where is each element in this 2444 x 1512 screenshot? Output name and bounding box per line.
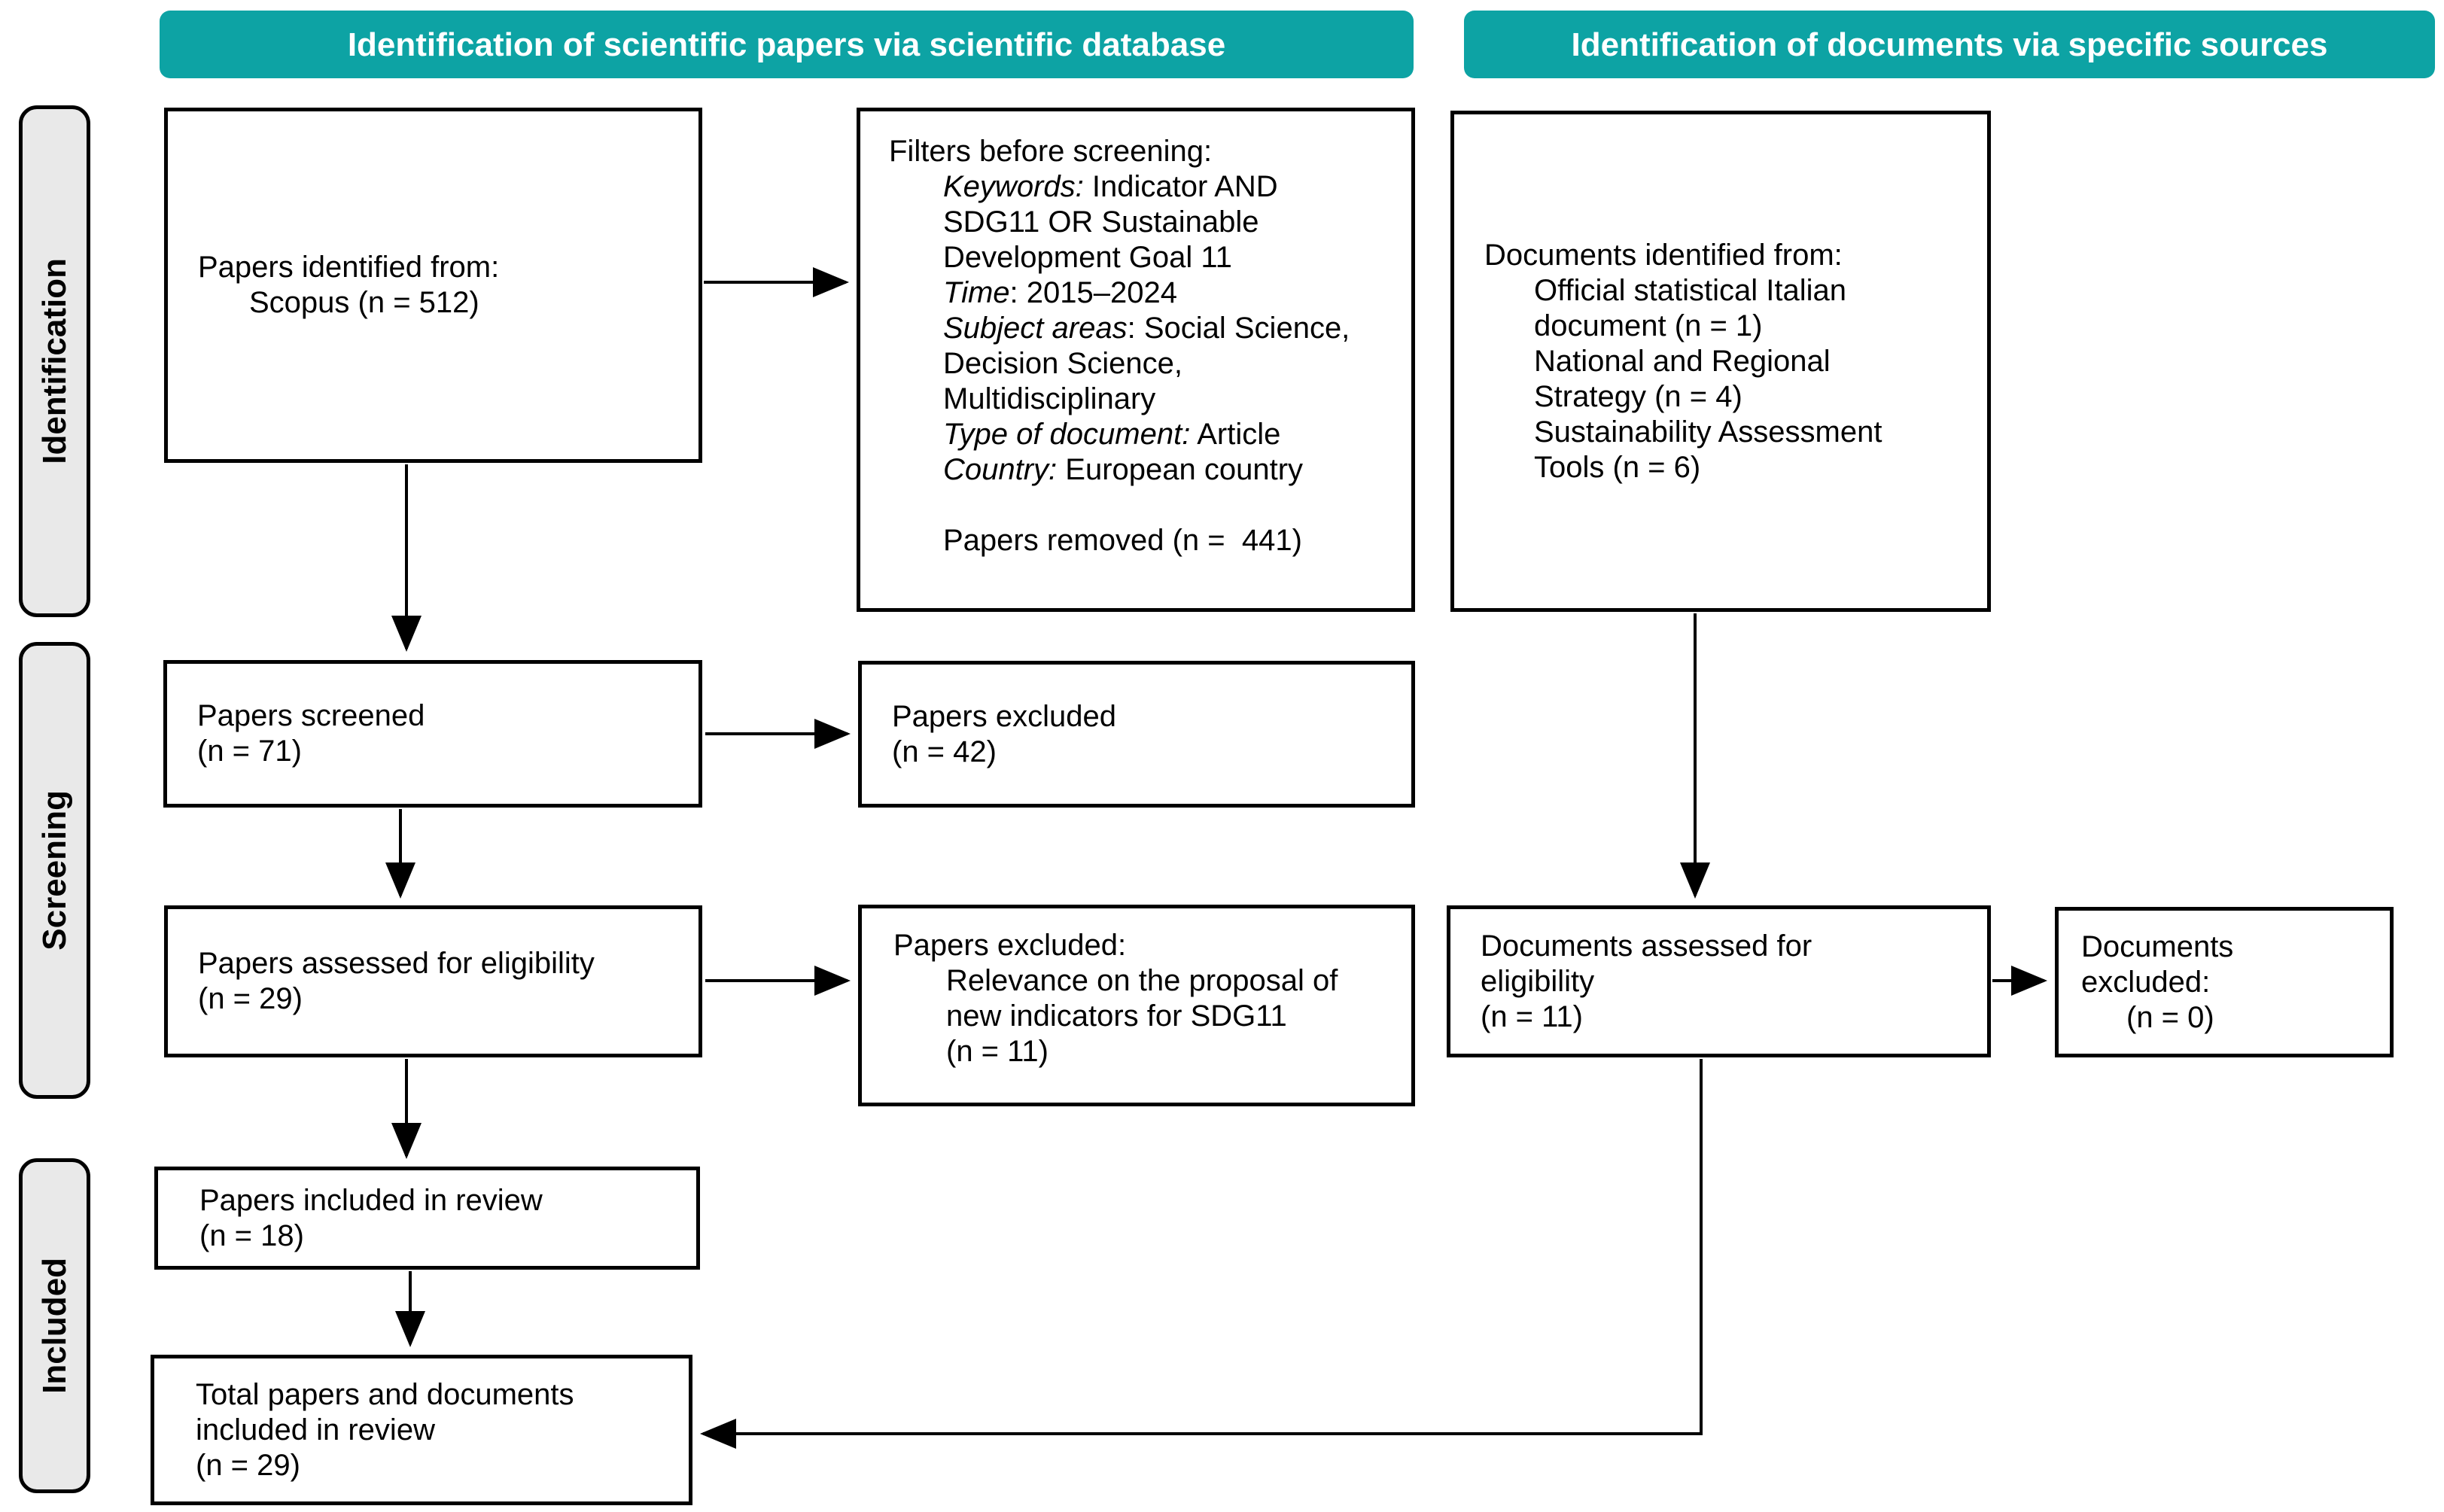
box-papers-identified: Papers identified from:Scopus (n = 512) bbox=[164, 108, 702, 463]
stage-label-included: Included bbox=[19, 1158, 90, 1493]
box-text-line: (n = 42) bbox=[892, 735, 997, 768]
box-text-line: Scopus (n = 512) bbox=[249, 286, 479, 319]
box-text-line: Official statistical Italian bbox=[1534, 273, 1846, 307]
box-text-line: excluded: bbox=[2081, 965, 2211, 999]
box-text-line: (n = 71) bbox=[197, 735, 302, 768]
box-text-line: (n = 0) bbox=[2126, 1000, 2214, 1034]
box-text-line: Keywords: Indicator AND bbox=[943, 170, 1278, 203]
box-text-line: Time: 2015–2024 bbox=[943, 276, 1177, 309]
box-text-line: Multidisciplinary bbox=[943, 382, 1156, 415]
box-papers-excluded-reason: Papers excluded:Relevance on the proposa… bbox=[858, 905, 1415, 1106]
arrow-documents-assessed-to-total-icon bbox=[700, 1059, 1703, 1449]
box-text-line: Sustainability Assessment bbox=[1534, 415, 1882, 449]
box-text-line: Documents bbox=[2081, 929, 2234, 963]
box-text-line: Filters before screening: bbox=[889, 135, 1213, 168]
stage-label-identification-text: Identification bbox=[36, 258, 73, 464]
box-text-line: Relevance on the proposal of bbox=[946, 964, 1338, 997]
column-header-specific-sources: Identification of documents via specific… bbox=[1464, 11, 2435, 78]
box-text-line bbox=[860, 488, 1411, 523]
box-text-line: (n = 29) bbox=[196, 1448, 300, 1482]
column-header-scientific-database-label: Identification of scientific papers via … bbox=[347, 26, 1226, 63]
stage-label-screening-text: Screening bbox=[36, 790, 73, 951]
stage-label-included-text: Included bbox=[36, 1258, 73, 1394]
column-header-specific-sources-label: Identification of documents via specific… bbox=[1571, 26, 2328, 63]
box-documents-identified: Documents identified from:Official stati… bbox=[1450, 111, 1991, 612]
box-text-line: document (n = 1) bbox=[1534, 309, 1763, 342]
box-text-line: Strategy (n = 4) bbox=[1534, 379, 1742, 413]
box-text-line: (n = 11) bbox=[1481, 999, 1583, 1033]
box-text-line: SDG11 OR Sustainable bbox=[943, 205, 1259, 239]
box-papers-excluded: Papers excluded(n = 42) bbox=[858, 661, 1415, 808]
stage-label-identification: Identification bbox=[19, 105, 90, 617]
box-filters-before-screening: Filters before screening:Keywords: Indic… bbox=[857, 108, 1415, 612]
box-text-line: Papers removed (n = 441) bbox=[943, 524, 1302, 557]
box-text-line: Development Goal 11 bbox=[943, 241, 1232, 274]
box-text-line: (n = 11) bbox=[946, 1035, 1049, 1068]
box-text-line: eligibility bbox=[1481, 964, 1595, 998]
box-text-line: Decision Science, bbox=[943, 347, 1182, 380]
box-text-line: Papers screened bbox=[197, 699, 425, 732]
box-text-line: Documents identified from: bbox=[1484, 238, 1843, 272]
box-text-line: Papers excluded bbox=[892, 699, 1116, 733]
box-text-line: Papers assessed for eligibility bbox=[198, 947, 595, 980]
box-text-line: Papers included in review bbox=[199, 1183, 543, 1217]
box-text-line: Type of document: Article bbox=[943, 418, 1281, 451]
box-text-line: Documents assessed for bbox=[1481, 929, 1812, 963]
box-text-line: (n = 18) bbox=[199, 1218, 304, 1252]
column-header-scientific-database: Identification of scientific papers via … bbox=[160, 11, 1414, 78]
box-papers-included-review: Papers included in review(n = 18) bbox=[154, 1167, 700, 1270]
box-papers-assessed-eligibility: Papers assessed for eligibility(n = 29) bbox=[164, 905, 702, 1057]
box-text-line: Tools (n = 6) bbox=[1534, 450, 1701, 484]
box-text-line: Subject areas: Social Science, bbox=[943, 312, 1350, 345]
box-text-line: included in review bbox=[196, 1413, 435, 1447]
box-text-line: National and Regional bbox=[1534, 344, 1831, 378]
box-text-line: Total papers and documents bbox=[196, 1377, 574, 1411]
stage-label-screening: Screening bbox=[19, 642, 90, 1099]
box-text-line: Papers identified from: bbox=[198, 251, 500, 284]
box-text-line: (n = 29) bbox=[198, 982, 303, 1015]
box-text-line: Papers excluded: bbox=[893, 929, 1127, 962]
box-papers-screened: Papers screened(n = 71) bbox=[163, 660, 702, 808]
box-text-line: Country: European country bbox=[943, 453, 1304, 486]
box-text-line: new indicators for SDG11 bbox=[946, 999, 1287, 1033]
